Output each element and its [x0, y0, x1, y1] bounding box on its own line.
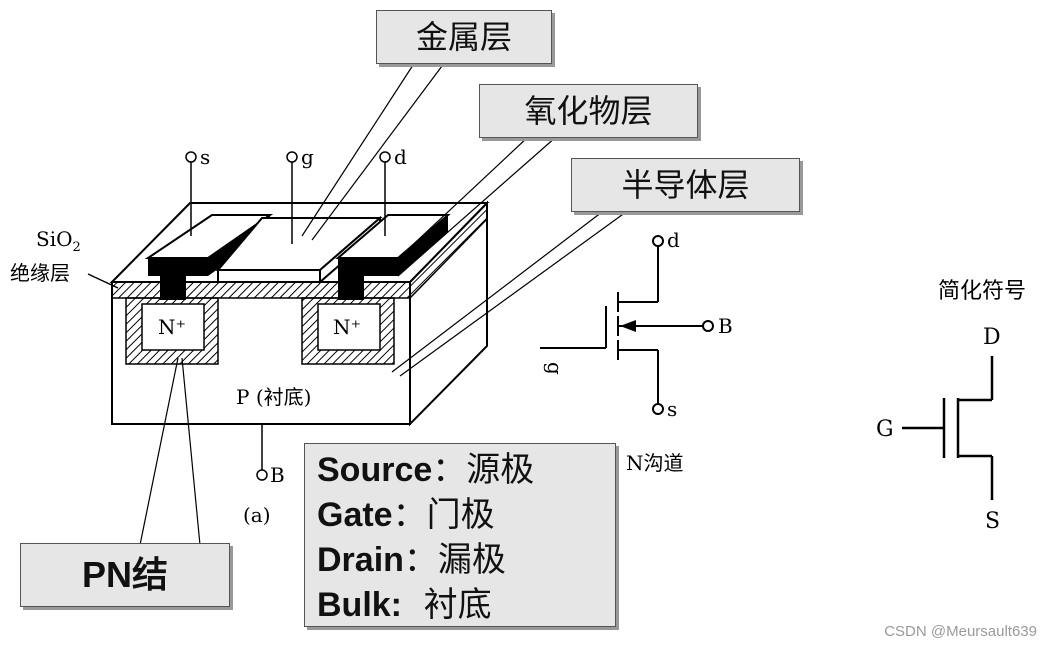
- nsym-b-label: B: [718, 314, 733, 338]
- terminal-d-label: d: [394, 145, 407, 169]
- simple-symbol-title: 简化符号: [938, 279, 1026, 304]
- n-channel-symbol: [540, 235, 714, 415]
- terminal-s-label: s: [200, 145, 210, 169]
- nsym-s-label: s: [667, 397, 677, 421]
- simple-g-label: G: [876, 417, 894, 442]
- callout-metal-layer: 金属层: [376, 10, 552, 64]
- callout-pointers: [139, 61, 627, 546]
- n-plus-right-label: N⁺: [333, 315, 361, 339]
- n-plus-well-left: [125, 297, 219, 365]
- terminal-legend: Source：源极 Gate：门极 Drain：漏极 Bulk: 衬底: [304, 443, 616, 627]
- sio2-label: SiO2: [36, 227, 81, 255]
- terminal-b-label: B: [270, 463, 285, 487]
- n-plus-well-right: [301, 297, 395, 365]
- callout-semiconductor-layer: 半导体层: [571, 158, 800, 212]
- n-plus-left-label: N⁺: [158, 315, 186, 339]
- terminal-g-label: g: [301, 145, 314, 169]
- simple-s-label: S: [985, 509, 1000, 534]
- source-contact: [160, 276, 186, 300]
- legend-row-drain: Drain：漏极: [317, 540, 506, 580]
- nsym-g-label: g: [543, 362, 567, 375]
- figure-label: (a): [243, 503, 271, 527]
- callout-pn-junction: PN结: [20, 543, 230, 607]
- n-channel-arrow-icon: [620, 320, 636, 332]
- drain-electrode: [335, 214, 451, 276]
- terminal-wires: [185, 151, 391, 481]
- drain-contact: [338, 276, 364, 300]
- nsym-d-label: d: [667, 228, 680, 252]
- insulation-label: 绝缘层: [10, 261, 70, 285]
- legend-row-source: Source：源极: [317, 450, 535, 490]
- insulation-pointer: [87, 273, 119, 289]
- simple-d-label: D: [983, 325, 1001, 350]
- legend-row-bulk: Bulk: 衬底: [317, 585, 492, 625]
- callout-oxide-layer: 氧化物层: [479, 84, 698, 138]
- nsym-caption: N沟道: [626, 451, 684, 475]
- simplified-symbol: [902, 356, 994, 500]
- legend-row-gate: Gate：门极: [317, 495, 495, 535]
- substrate-label: P (衬底): [236, 385, 311, 409]
- watermark: CSDN @Meursault639: [884, 623, 1037, 640]
